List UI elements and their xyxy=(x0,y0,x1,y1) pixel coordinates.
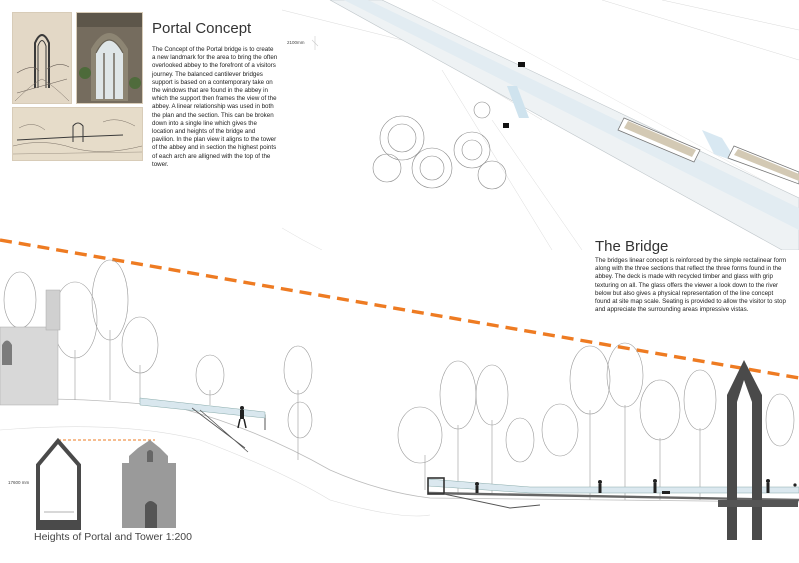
bridge-plan-drawing: 2100mm xyxy=(282,0,799,250)
heights-caption: Heights of Portal and Tower 1:200 xyxy=(34,531,192,543)
abbey-window-photo xyxy=(76,12,143,104)
portal-sketch-image xyxy=(12,12,72,104)
bridge-section-drawing xyxy=(0,259,799,540)
heights-dimension-label: 17600 mm xyxy=(8,480,30,485)
plan-dimension-label: 2100mm xyxy=(287,40,305,45)
portal-concept-title: Portal Concept xyxy=(152,20,252,37)
bridge-title: The Bridge xyxy=(595,238,669,255)
portal-concept-text: The Concept of the Portal bridge is to c… xyxy=(152,46,278,168)
portal-concept-section: Portal Concept The Concept of the Portal… xyxy=(152,20,278,169)
bridge-text: The bridges linear concept is reinforced… xyxy=(595,257,787,314)
bridge-sketch-image xyxy=(12,107,143,161)
bridge-section: The Bridge The bridges linear concept is… xyxy=(595,238,789,314)
heights-diagram xyxy=(36,437,176,530)
